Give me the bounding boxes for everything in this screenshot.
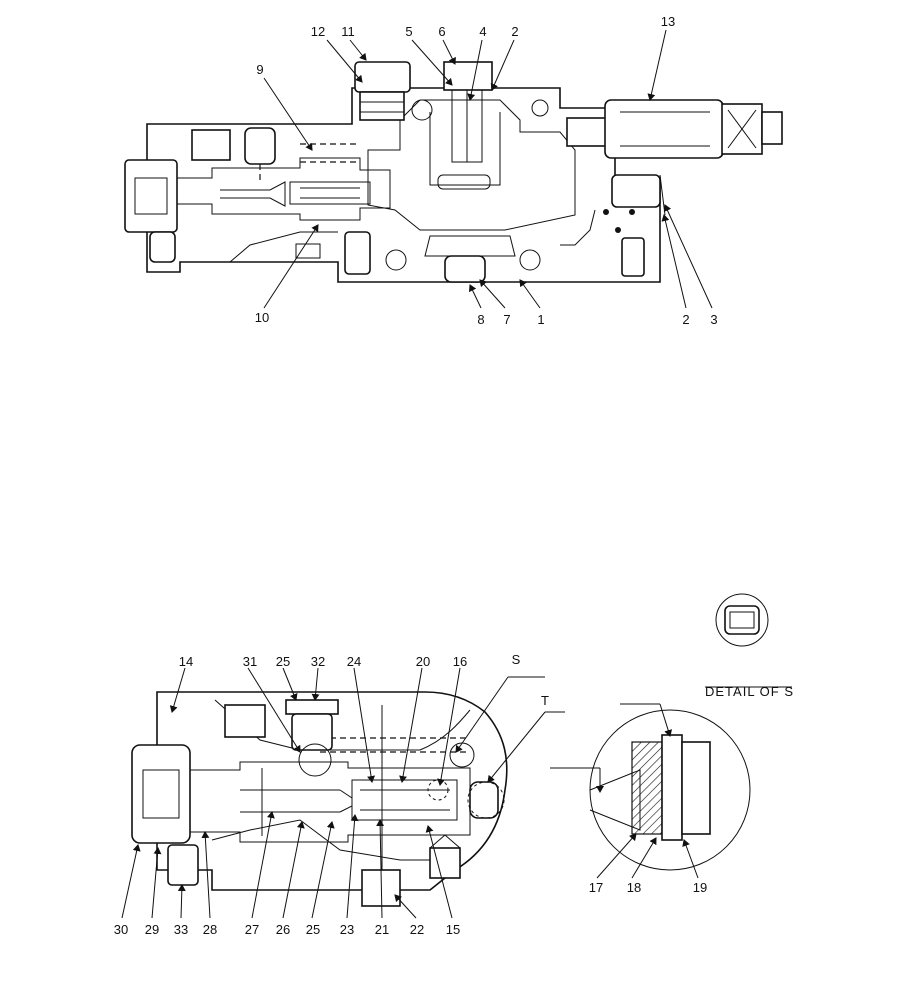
callout-2-top: 2 <box>511 24 518 39</box>
callout-18: 18 <box>627 880 641 895</box>
detail-t-inset <box>550 703 751 871</box>
callout-25-top: 25 <box>276 654 290 669</box>
callout-9: 9 <box>256 62 263 77</box>
callout-19: 19 <box>693 880 707 895</box>
callout-24: 24 <box>347 654 361 669</box>
callout-27: 27 <box>245 922 259 937</box>
callout-4: 4 <box>479 24 486 39</box>
callout-23: 23 <box>340 922 354 937</box>
callout-26: 26 <box>276 922 290 937</box>
callout-22: 22 <box>410 922 424 937</box>
callout-11: 11 <box>341 24 355 39</box>
callout-30: 30 <box>114 922 128 937</box>
leader-lines <box>121 29 713 919</box>
callout-31: 31 <box>243 654 257 669</box>
detail-s-inset: DETAIL OF S <box>705 593 794 699</box>
callout-33: 33 <box>174 922 188 937</box>
callout-2-right: 2 <box>682 312 689 327</box>
callout-32: 32 <box>311 654 325 669</box>
callout-21: 21 <box>375 922 389 937</box>
callout-8: 8 <box>477 312 484 327</box>
detail-s-label: DETAIL OF S <box>705 684 794 699</box>
callout-s: S <box>512 652 521 667</box>
callout-10: 10 <box>255 310 269 325</box>
top-valve-assembly <box>124 61 783 283</box>
callout-14: 14 <box>179 654 193 669</box>
callout-12: 12 <box>311 24 325 39</box>
callout-13: 13 <box>661 14 675 29</box>
bottom-valve-assembly <box>131 691 508 907</box>
callout-1: 1 <box>537 312 544 327</box>
callout-labels: 12 11 5 6 4 2 13 9 10 8 7 1 2 3 14 31 25… <box>114 14 718 937</box>
callout-25-bottom: 25 <box>306 922 320 937</box>
callout-5: 5 <box>405 24 412 39</box>
callout-17: 17 <box>589 880 603 895</box>
callout-16: 16 <box>453 654 467 669</box>
callout-t: T <box>541 693 549 708</box>
callout-15: 15 <box>446 922 460 937</box>
callout-29: 29 <box>145 922 159 937</box>
callout-6: 6 <box>438 24 445 39</box>
callout-3: 3 <box>710 312 717 327</box>
callout-20: 20 <box>416 654 430 669</box>
callout-28: 28 <box>203 922 217 937</box>
callout-7: 7 <box>503 312 510 327</box>
